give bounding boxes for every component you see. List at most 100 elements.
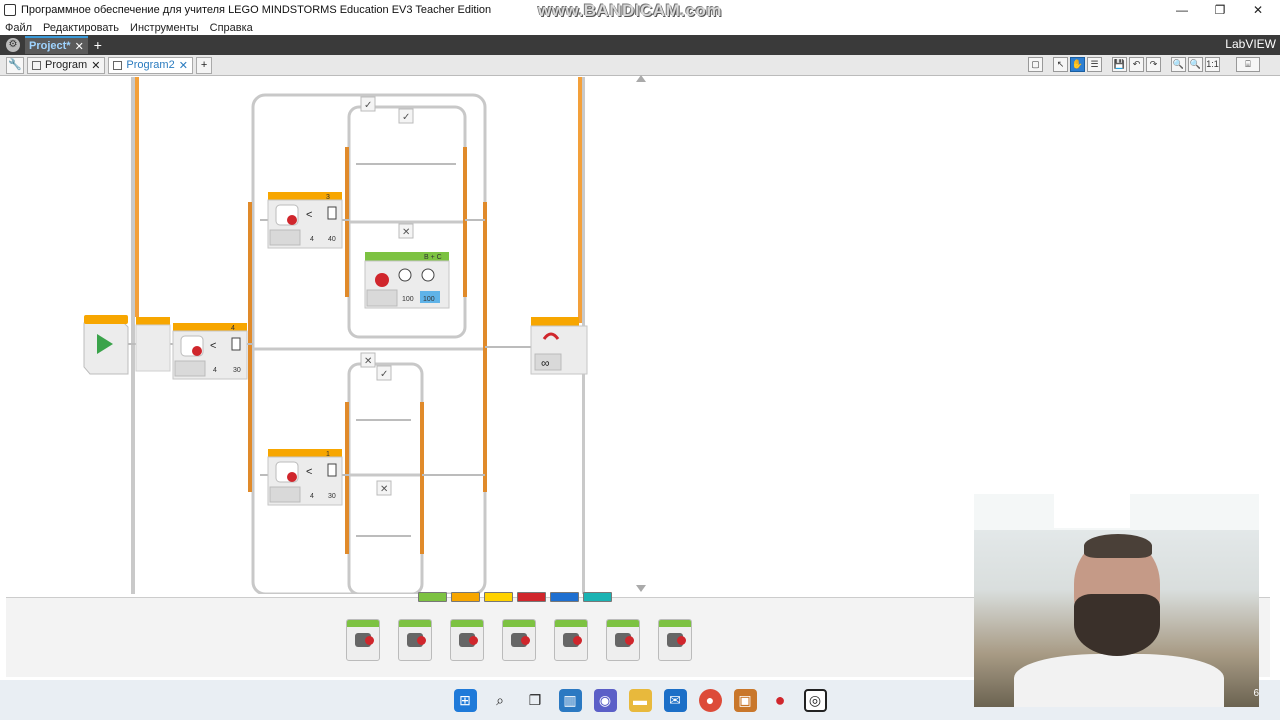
start-block[interactable] <box>83 315 129 375</box>
palette-brick-light-block[interactable] <box>658 619 692 661</box>
search-icon[interactable]: ⌕ <box>496 691 504 708</box>
close-window-button[interactable]: ✕ <box>1252 3 1264 17</box>
app-icon <box>4 4 16 16</box>
outer-switch-frame <box>251 93 487 594</box>
scroll-down-icon[interactable] <box>636 585 646 592</box>
move-tank-block[interactable]: B + C 100 100 <box>364 252 450 309</box>
select-tool-icon[interactable]: ↖ <box>1053 57 1068 72</box>
loop-start-block <box>135 324 171 372</box>
lower-case-true-tab[interactable]: ✓ <box>376 365 392 381</box>
loop-end-block[interactable]: ∞ <box>530 317 588 375</box>
palette-tab-action[interactable] <box>418 592 447 602</box>
upper-case-true-label: ✓ <box>402 112 410 123</box>
main-param-threshold[interactable]: 30 <box>233 367 241 374</box>
task-view-icon[interactable]: ❐ <box>528 691 542 708</box>
project-tab-close-icon[interactable]: ✕ <box>74 40 84 53</box>
palette-tab-flow[interactable] <box>451 592 480 602</box>
main-switch-label: 4 <box>231 325 235 332</box>
outer-case-true-label: ✓ <box>364 100 372 111</box>
outer-case-true-tab[interactable]: ✓ <box>360 96 376 112</box>
lower-param-port[interactable]: 4 <box>310 493 314 500</box>
speed-right-icon <box>421 268 435 282</box>
main-switch-block[interactable]: 4 < 4 30 <box>172 323 248 380</box>
comment-tool-icon[interactable]: ▢ <box>1028 57 1043 72</box>
project-properties-icon[interactable]: 🔧 <box>6 56 24 74</box>
webcam-overlay: 6 <box>974 494 1259 707</box>
upper-switch-label: 3 <box>326 194 330 201</box>
palette-large-motor-block[interactable] <box>398 619 432 661</box>
main-param-port[interactable]: 4 <box>213 367 217 374</box>
programming-canvas[interactable]: ✓ ✓ ✕ ✕ ✓ ✕ <box>6 77 1270 594</box>
project-tab[interactable]: Project* ✕ <box>25 36 88 54</box>
minimize-button[interactable]: — <box>1176 3 1188 17</box>
maximize-button[interactable]: ❐ <box>1214 3 1226 17</box>
program2-doc-icon <box>113 60 123 70</box>
palette-sound-block[interactable] <box>606 619 640 661</box>
redo-icon[interactable]: ↷ <box>1146 57 1161 72</box>
menu-help[interactable]: Справка <box>209 21 253 34</box>
app-icon-2[interactable]: ▣ <box>733 688 757 712</box>
palette-display-block[interactable] <box>554 619 588 661</box>
add-project-button[interactable]: + <box>93 37 102 53</box>
palette-move-steering-block[interactable] <box>450 619 484 661</box>
palette-move-tank-block[interactable] <box>502 619 536 661</box>
palette-tab-data[interactable] <box>517 592 546 602</box>
upper-param-threshold[interactable]: 40 <box>328 236 336 243</box>
zoom-reset-icon[interactable]: 1:1 <box>1205 57 1220 72</box>
windows-icon[interactable]: ⊞ <box>453 688 477 712</box>
add-program-button[interactable]: + <box>195 56 213 74</box>
move-ports-label: B + C <box>424 254 442 261</box>
zoom-out-icon[interactable]: 🔍 <box>1171 57 1186 72</box>
palette-medium-motor-block[interactable] <box>346 619 380 661</box>
zoom-in-icon[interactable]: 🔍 <box>1188 57 1203 72</box>
upper-case-false-tab[interactable]: ✕ <box>398 223 414 239</box>
outer-case-false-tab[interactable]: ✕ <box>360 352 376 368</box>
menu-edit[interactable]: Редактировать <box>43 21 120 34</box>
upper-switch-block[interactable]: 3 < 4 40 <box>267 192 343 249</box>
chrome-icon[interactable]: ● <box>698 688 722 712</box>
move-param-right[interactable]: 100 <box>423 296 435 303</box>
webcam-lamp <box>1054 494 1130 528</box>
large-motor-icon <box>407 633 426 647</box>
scroll-up-icon[interactable] <box>636 75 646 82</box>
lower-switch-block[interactable]: 1 < 4 30 <box>267 449 343 506</box>
medium-motor-icon <box>355 633 374 647</box>
palette-tab-sensor[interactable] <box>484 592 513 602</box>
upper-param-port[interactable]: 4 <box>310 236 314 243</box>
comment-list-icon[interactable]: ☰ <box>1087 57 1102 72</box>
save-icon[interactable]: 💾 <box>1112 57 1127 72</box>
menu-tools[interactable]: Инструменты <box>130 21 199 34</box>
mail-icon[interactable]: ✉ <box>663 688 687 712</box>
play-icon <box>97 334 113 354</box>
sound-icon <box>615 633 634 647</box>
upper-switch-left-bar <box>345 147 349 297</box>
loop-return-icon <box>542 332 560 340</box>
motor-icon <box>375 273 389 287</box>
tab-program2-close-icon[interactable]: ✕ <box>178 59 188 72</box>
ev3-icon[interactable]: ◎ <box>803 688 827 712</box>
tab-program2[interactable]: Program2 ✕ <box>108 56 193 74</box>
file-explorer-icon[interactable]: ▥ <box>558 688 582 712</box>
move-param-left[interactable]: 100 <box>402 296 414 303</box>
tab-program-close-icon[interactable]: ✕ <box>91 59 101 72</box>
teams-icon[interactable]: ◉ <box>593 688 617 712</box>
upper-switch-right-bar <box>463 147 467 297</box>
menu-bar: Файл Редактировать Инструменты Справка <box>0 20 1280 35</box>
lobby-icon[interactable]: ⚙ <box>6 38 20 52</box>
tab-program[interactable]: Program ✕ <box>27 56 106 74</box>
content-editor-icon[interactable]: ⌸ <box>1236 57 1260 72</box>
upper-compare-op: < <box>306 209 312 221</box>
record-icon[interactable]: ● <box>774 689 786 710</box>
labview-logo: LabVIEW <box>1225 37 1276 51</box>
move-steering-icon <box>459 633 478 647</box>
upper-case-true-tab[interactable]: ✓ <box>398 108 414 124</box>
undo-icon[interactable]: ↶ <box>1129 57 1144 72</box>
pan-tool-icon[interactable]: ✋ <box>1070 57 1085 72</box>
lower-case-false-tab[interactable]: ✕ <box>376 480 392 496</box>
menu-file[interactable]: Файл <box>5 21 33 34</box>
palette-tab-advanced[interactable] <box>550 592 579 602</box>
folder-icon[interactable]: ▬ <box>628 688 652 712</box>
palette-tab-myblocks[interactable] <box>583 592 612 602</box>
orange-wire-left <box>135 77 139 317</box>
lower-param-threshold[interactable]: 30 <box>328 493 336 500</box>
